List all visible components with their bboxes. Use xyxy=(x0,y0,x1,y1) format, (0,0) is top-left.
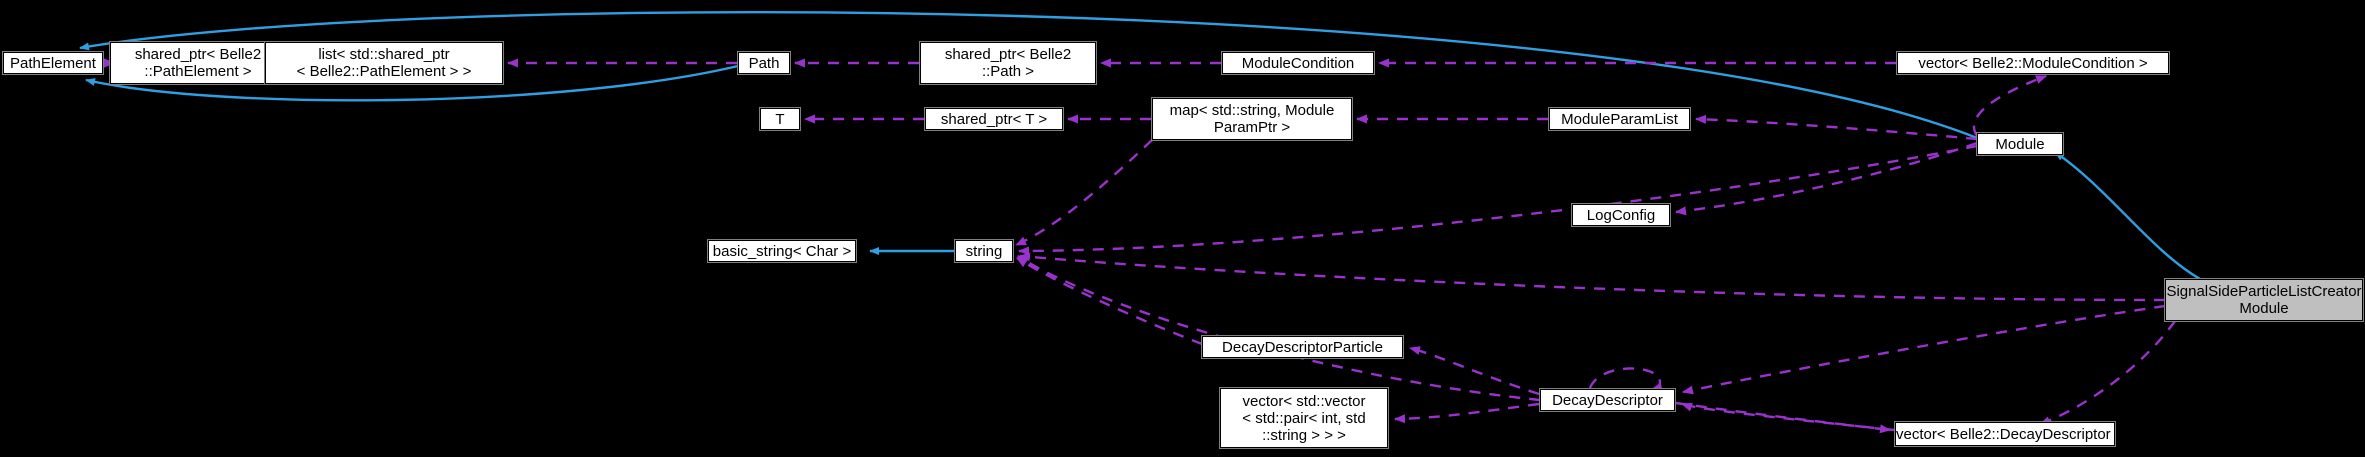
node-label: LogConfig xyxy=(1586,206,1656,224)
usage-module-to-logconfig xyxy=(1675,141,1978,216)
node-label: PathElement xyxy=(10,54,96,72)
usage-module-to-vecmodcond xyxy=(1973,74,2047,137)
usage-edges-real xyxy=(103,58,2176,434)
edge-sspclcm-to-module xyxy=(2054,151,2201,281)
node-sp_path[interactable]: shared_ptr< Belle2 ::Path > xyxy=(919,41,1097,85)
usage-ddparticle-to-string xyxy=(1016,256,1203,346)
usage-decaydesc-to-ddparticle xyxy=(1409,346,1540,396)
node-label: vector< std::vector < std::pair< int, st… xyxy=(1242,392,1366,444)
edge-module-to-pathelement xyxy=(79,11,1978,140)
node-module[interactable]: Module xyxy=(1976,132,2064,156)
node-label: shared_ptr< T > xyxy=(940,110,1048,128)
usage-decaydesc-to-vecdd xyxy=(1675,401,1891,434)
usage-module-to-modparamlist xyxy=(1695,114,1978,141)
node-label: SignalSideParticleListCreator Module xyxy=(2166,283,2362,317)
usage-sspclcm-to-string xyxy=(1019,252,2166,302)
node-sspclcm: SignalSideParticleListCreator Module xyxy=(2164,278,2364,322)
node-label: list< std::shared_ptr < Belle2::PathElem… xyxy=(296,46,472,80)
node-vec_vec_pair[interactable]: vector< std::vector < std::pair< int, st… xyxy=(1219,387,1389,449)
node-ddparticle[interactable]: DecayDescriptorParticle xyxy=(1201,335,1404,359)
node-label: ModuleParamList xyxy=(1561,110,1678,128)
node-label: T xyxy=(775,110,785,128)
node-modulecondition[interactable]: ModuleCondition xyxy=(1221,51,1375,75)
node-decaydescriptor[interactable]: DecayDescriptor xyxy=(1539,388,1676,412)
node-moduleparamlist[interactable]: ModuleParamList xyxy=(1548,107,1691,131)
node-label: ModuleCondition xyxy=(1241,54,1355,72)
inheritance-edges xyxy=(79,11,2201,281)
usage-vecdd-to-decaydesc xyxy=(1681,402,1895,432)
usage-decaydesc-self-loop xyxy=(1588,367,1663,392)
node-string[interactable]: string xyxy=(954,239,1014,263)
node-label: Path xyxy=(748,54,780,72)
node-map_modparam[interactable]: map< std::string, Module ParamPtr > xyxy=(1151,97,1353,141)
node-label: string xyxy=(965,242,1003,260)
edge-path-to-pathelement xyxy=(85,64,739,102)
node-vec_dd[interactable]: vector< Belle2::DecayDescriptor > xyxy=(1894,421,2124,447)
node-label: shared_ptr< Belle2 ::PathElement > xyxy=(134,46,262,80)
node-pathelement[interactable]: PathElement xyxy=(2,51,104,75)
node-t[interactable]: T xyxy=(759,107,801,131)
node-label: vector< Belle2::ModuleCondition > xyxy=(1918,54,2148,72)
node-logconfig[interactable]: LogConfig xyxy=(1571,203,1671,227)
node-label: Module xyxy=(1995,135,2045,153)
node-path[interactable]: Path xyxy=(737,51,791,75)
node-label: map< std::string, Module ParamPtr > xyxy=(1169,102,1335,136)
node-basic_string[interactable]: basic_string< Char > xyxy=(707,239,857,263)
usage-decaydesc-to-vecvecpair xyxy=(1394,402,1540,424)
usage-decaydesc-to-string xyxy=(1017,254,1541,402)
usage-sspclcm-to-decaydesc xyxy=(1682,304,2166,395)
usage-map-to-string xyxy=(1015,139,1153,247)
node-label: DecayDescriptorParticle xyxy=(1222,338,1383,356)
usage-sspclcm-to-vecdd xyxy=(2039,320,2176,426)
node-label: vector< Belle2::DecayDescriptor > xyxy=(1896,425,2124,443)
usage-module-to-string xyxy=(1018,144,1978,256)
node-label: shared_ptr< Belle2 ::Path > xyxy=(944,46,1072,80)
node-vec_modcond[interactable]: vector< Belle2::ModuleCondition > xyxy=(1896,51,2170,75)
node-label: basic_string< Char > xyxy=(712,242,852,260)
node-sp_t[interactable]: shared_ptr< T > xyxy=(924,107,1064,131)
node-label: DecayDescriptor xyxy=(1552,391,1663,409)
node-list_sp_pe[interactable]: list< std::shared_ptr < Belle2::PathElem… xyxy=(264,41,504,85)
node-sp_pathelement[interactable]: shared_ptr< Belle2 ::PathElement > xyxy=(109,41,287,85)
